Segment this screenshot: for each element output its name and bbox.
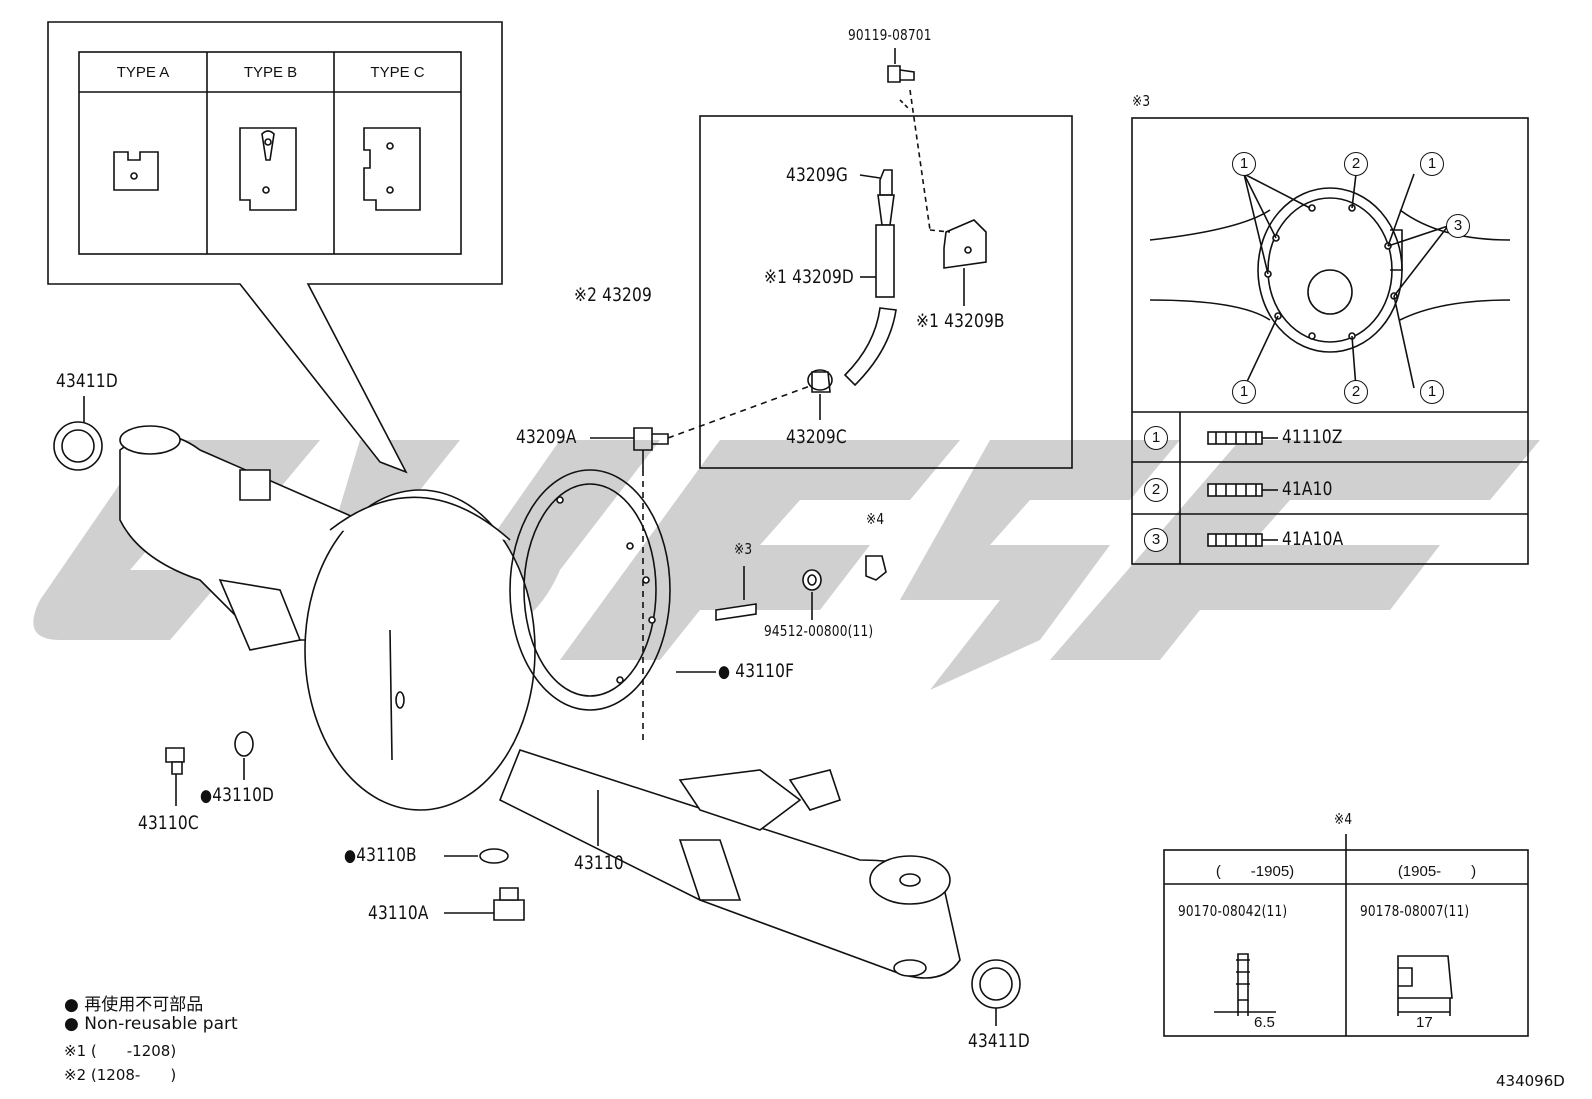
inset4-dim-1: 6.5 bbox=[1254, 1014, 1275, 1031]
stud-inset bbox=[1131, 117, 1529, 565]
part-43110d: ●43110D bbox=[200, 784, 275, 806]
part-90119-08701: 90119-08701 bbox=[848, 26, 932, 44]
row3-num: 3 bbox=[1144, 528, 1168, 552]
row2-part: 41A10 bbox=[1282, 478, 1333, 500]
part-43110b-text: 43110B bbox=[356, 844, 417, 866]
inset4-title: ※4 bbox=[1334, 810, 1353, 828]
part-43110b: ●43110B bbox=[344, 844, 417, 866]
type-c-label: TYPE C bbox=[370, 64, 425, 81]
legend-en: ● Non-reusable part bbox=[64, 1014, 238, 1034]
seals-43411d bbox=[53, 396, 1021, 1026]
part-94512-00800: 94512-00800(11) bbox=[764, 622, 874, 640]
fitting-43209a bbox=[590, 385, 811, 745]
ref-3-label: ※3 bbox=[734, 540, 753, 558]
part-43110c: 43110C bbox=[138, 812, 199, 834]
bolt-callout-1d: 1 bbox=[1420, 380, 1444, 404]
legend-note-1: ※1 ( -1208) bbox=[64, 1042, 177, 1060]
legend-note-2: ※2 (1208- ) bbox=[64, 1066, 177, 1084]
inset4-dim-2: 17 bbox=[1416, 1014, 1433, 1031]
bolt-callout-2b: 2 bbox=[1344, 380, 1368, 404]
part-43411d-right: 43411D bbox=[968, 1030, 1030, 1052]
bolt-callout-1a: 1 bbox=[1232, 152, 1256, 176]
part-43209a: 43209A bbox=[516, 426, 577, 448]
type-b-label: TYPE B bbox=[243, 64, 298, 81]
bolt-90119 bbox=[887, 48, 915, 83]
row1-num: 1 bbox=[1144, 426, 1168, 450]
inset4-col1-part: 90170-08042(11) bbox=[1178, 902, 1288, 920]
part-43209g: 43209G bbox=[786, 164, 848, 186]
small-hardware bbox=[165, 555, 887, 921]
row3-part: 41A10A bbox=[1282, 528, 1344, 550]
bolt-callout-1b: 1 bbox=[1420, 152, 1444, 176]
bolt-callout-3: 3 bbox=[1446, 214, 1470, 238]
inset4-col2-header: (1905- ) bbox=[1397, 863, 1477, 880]
document-id: 434096D bbox=[1496, 1072, 1565, 1090]
inset3-title: ※3 bbox=[1132, 92, 1151, 110]
part-43110f: ● 43110F bbox=[718, 660, 795, 682]
part-43411d-left: 43411D bbox=[56, 370, 118, 392]
bolt-callout-1c: 1 bbox=[1232, 380, 1256, 404]
ref-4-label: ※4 bbox=[866, 510, 885, 528]
row2-num: 2 bbox=[1144, 478, 1168, 502]
axle-housing bbox=[119, 425, 961, 979]
part-43209: ※2 43209 bbox=[574, 284, 652, 306]
part-43110f-text: 43110F bbox=[735, 660, 795, 682]
inset4-col2-part: 90178-08007(11) bbox=[1360, 902, 1470, 920]
bolt-callout-2a: 2 bbox=[1344, 152, 1368, 176]
row1-part: 41110Z bbox=[1282, 426, 1343, 448]
part-43209d: ※1 43209D bbox=[764, 266, 854, 288]
part-43209b: ※1 43209B bbox=[916, 310, 1005, 332]
nut-inset bbox=[1163, 834, 1529, 1037]
inset4-col1-header: ( -1905) bbox=[1215, 863, 1295, 880]
legend-en-text: Non-reusable part bbox=[84, 1014, 238, 1034]
legend-jp: ● 再使用不可部品 bbox=[64, 995, 204, 1015]
part-43209c: 43209C bbox=[786, 426, 847, 448]
legend-jp-text: 再使用不可部品 bbox=[84, 995, 204, 1015]
type-a-label: TYPE A bbox=[116, 64, 170, 81]
part-43110: 43110 bbox=[574, 852, 624, 874]
part-43110a: 43110A bbox=[368, 902, 429, 924]
part-43110d-text: 43110D bbox=[212, 784, 275, 806]
breather-inset bbox=[699, 89, 1073, 469]
type-inset bbox=[47, 21, 503, 474]
